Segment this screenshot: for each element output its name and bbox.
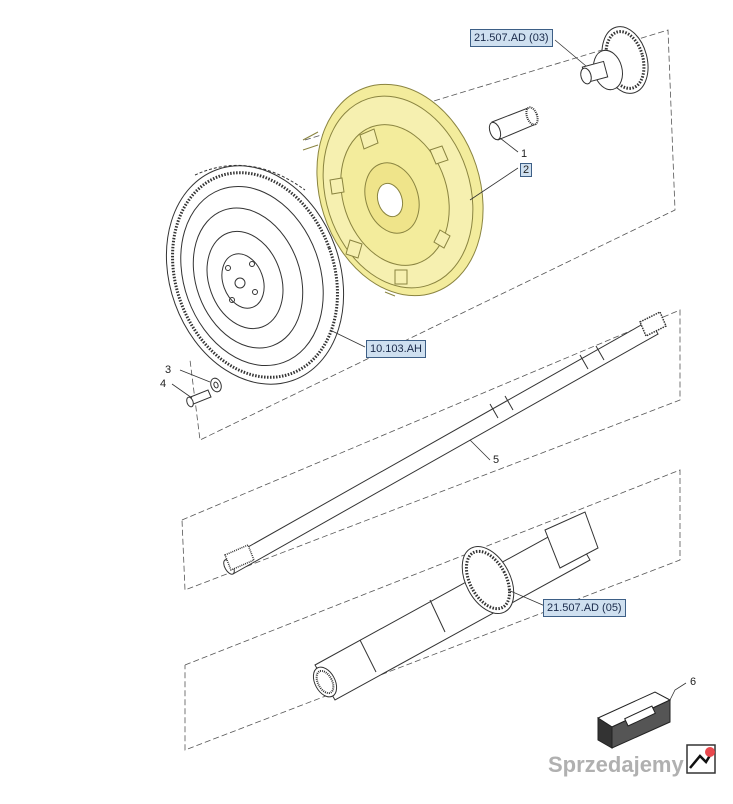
flywheel-drawing — [165, 164, 345, 385]
callout-3: 3 — [165, 364, 172, 376]
splined-stub-shaft-drawing — [488, 106, 539, 141]
watermark-logo-icon — [686, 744, 716, 774]
callout-1: 1 — [521, 148, 528, 160]
kit-box-drawing — [596, 691, 672, 749]
long-input-shaft-drawing — [223, 310, 667, 575]
output-shaft-with-gear-drawing — [312, 511, 599, 701]
callout-6: 6 — [690, 676, 697, 688]
assembly-dashed-outlines — [181, 29, 681, 751]
callout-2: 2 — [520, 163, 533, 177]
top-gear-drawing — [580, 26, 649, 94]
callout-4: 4 — [160, 378, 167, 390]
reference-gear-bottom[interactable]: 21.507.AD (05) — [543, 599, 626, 617]
reference-gear-top[interactable]: 21.507.AD (03) — [470, 29, 553, 47]
reference-flywheel[interactable]: 10.103.AH — [366, 340, 426, 358]
callout-5: 5 — [493, 454, 500, 466]
bolt-and-washer-drawing — [186, 377, 222, 408]
leader-lines — [171, 39, 687, 701]
watermark-text: Sprzedajemy — [548, 752, 684, 777]
clutch-plate-highlighted — [302, 83, 484, 297]
